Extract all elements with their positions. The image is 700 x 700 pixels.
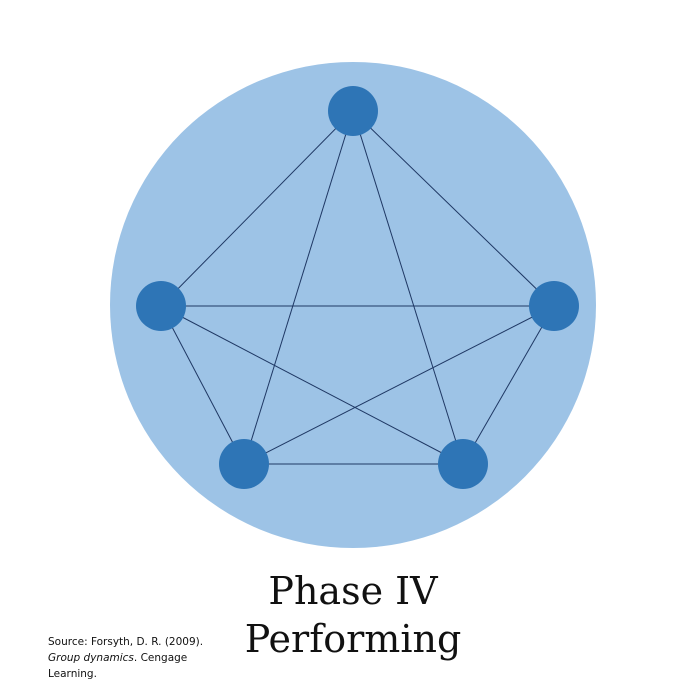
member-bottom-left-node xyxy=(219,439,269,489)
edge-member-bottom-right-to-member-left xyxy=(160,305,464,465)
source-citation: Source: Forsyth, D. R. (2009). Group dyna… xyxy=(48,634,238,682)
member-right-node xyxy=(529,281,579,331)
edge-member-bottom-left-to-member-left xyxy=(160,305,245,465)
edge-member-top-to-member-bottom-right xyxy=(352,110,464,465)
member-top-node xyxy=(328,86,378,136)
member-bottom-right-node xyxy=(438,439,488,489)
edge-member-top-to-member-right xyxy=(352,110,555,307)
member-left-node xyxy=(136,281,186,331)
edge-member-top-to-member-bottom-left xyxy=(243,110,354,465)
connection-lines xyxy=(160,110,555,465)
group-boundary-circle xyxy=(110,62,596,548)
edge-member-right-to-member-bottom-left xyxy=(243,305,555,465)
edge-member-right-to-member-bottom-right xyxy=(462,305,555,465)
member-nodes xyxy=(136,86,579,489)
source-title: Group dynamics xyxy=(48,652,134,664)
source-suffix: . Cengage Learning. xyxy=(48,652,188,680)
source-prefix: Source: Forsyth, D. R. (2009). xyxy=(48,636,204,648)
edge-member-top-to-member-left xyxy=(160,110,354,307)
phase-label: Phase IV xyxy=(268,569,438,613)
stage-name-label: Performing xyxy=(244,617,462,661)
